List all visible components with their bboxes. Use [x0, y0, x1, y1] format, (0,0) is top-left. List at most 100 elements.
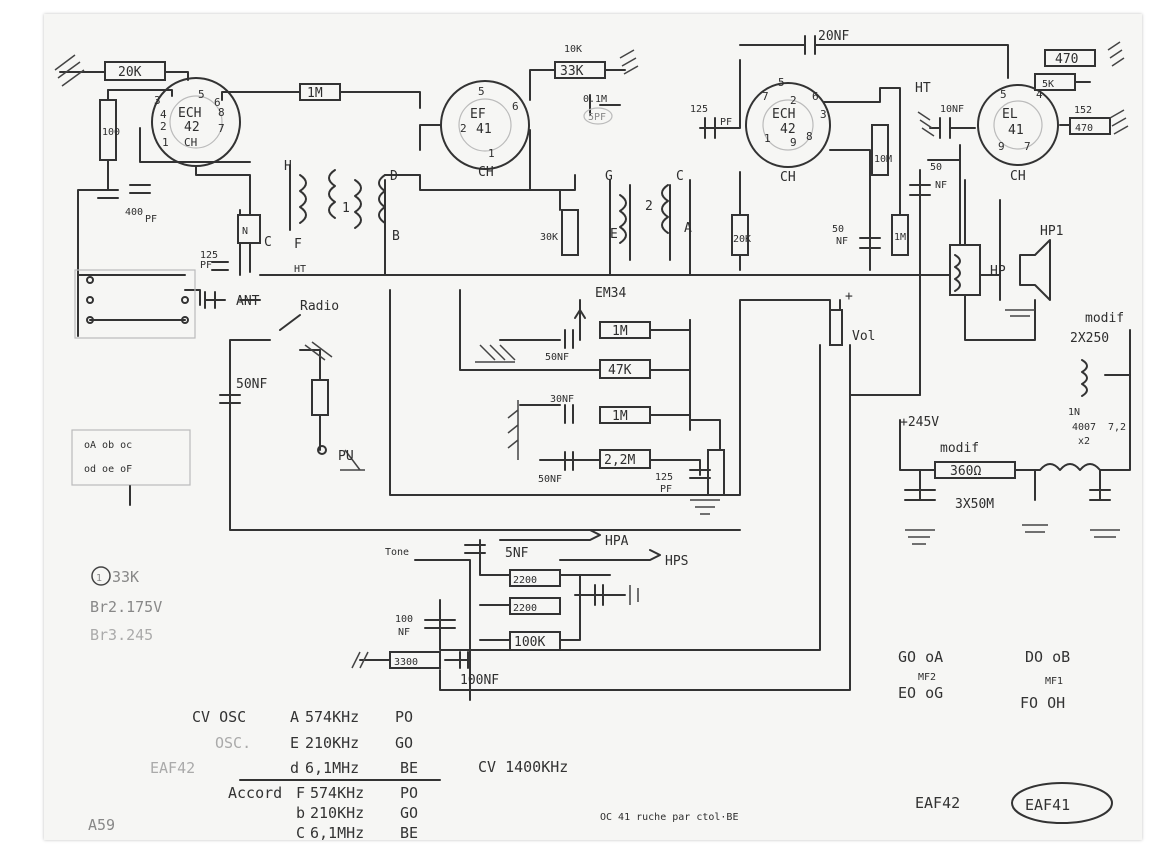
tube-pin: 8 [218, 106, 225, 119]
tube-cathode: CH [184, 136, 197, 149]
capacitor-value: 50 [930, 162, 942, 173]
capacitor-value: 125 [655, 472, 673, 483]
coil-number: 1 [342, 201, 350, 216]
tube-pin: 2 [460, 122, 467, 135]
capacitor-value: 50NF [545, 352, 569, 363]
resistor-value: 7,2 [1108, 422, 1126, 433]
key-entry: MF1 [1045, 676, 1063, 687]
resistor [99, 99, 117, 161]
alignment-point: b [296, 804, 305, 822]
capacitor-value: 0.1M [583, 94, 607, 105]
capacitor [704, 117, 716, 139]
capacitor [939, 117, 951, 139]
resistor [1044, 49, 1096, 67]
note-line: 33K [112, 568, 139, 586]
capacitor-value: 50NF [236, 377, 267, 392]
capacitor-unit: PF [720, 117, 732, 128]
resistor-value: 100K [514, 635, 545, 650]
resistor-value: 20K [118, 65, 142, 80]
coil-tap: D [390, 169, 398, 184]
alignment-band: PO [395, 708, 413, 726]
tube-label: ECH [772, 107, 795, 122]
resistor-value: 20K [733, 234, 751, 245]
svg-text:1: 1 [96, 573, 102, 584]
ht-label: HT [915, 81, 931, 96]
coil-tap: N [242, 226, 248, 237]
alignment-freq: 6,1MHz [310, 824, 364, 842]
tube-number: 41 [476, 122, 492, 137]
tube-pin: 4 [160, 108, 167, 121]
ground-icon [54, 54, 85, 87]
alignment-label: OSC. [215, 734, 251, 752]
capacitor-value: 20NF [818, 29, 849, 44]
capacitor-value: 10NF [940, 104, 964, 115]
tuning-indicator-label: EM34 [595, 286, 626, 301]
resistors: 20K 1M 33K 10K 100 470 5K 470 152 10M 1M… [99, 44, 1111, 669]
notes-left: 1 33K Br2.175V Br3.245 [90, 566, 162, 644]
coil-tap: G [605, 169, 613, 184]
resistor-value: 360Ω [950, 464, 981, 479]
volume-pot [829, 309, 843, 346]
capacitor-note: 5PF [588, 112, 606, 123]
speaker-label: HP1 [1040, 224, 1063, 239]
resistor [509, 569, 561, 587]
resistor-value: 30K [540, 232, 558, 243]
if-coil-key: GO oA MF2 EO oG DO oB MF1 FO OH [898, 648, 1070, 712]
cv-note: CV 1400KHz [478, 758, 568, 776]
capacitor [904, 489, 1111, 501]
capacitor-value: 2X250 [1070, 331, 1109, 346]
resistor-value: 1M [612, 409, 628, 424]
tube-number: 42 [184, 120, 200, 135]
capacitor [204, 291, 216, 309]
alignment-label: EAF42 [150, 759, 195, 777]
output-transformer [949, 244, 981, 296]
tube-pin: 8 [806, 130, 813, 143]
voltage-label: +245V [900, 415, 939, 430]
inductor [378, 174, 386, 224]
inductor [354, 179, 362, 229]
resistor [509, 597, 561, 615]
resistor-value: 10M [874, 154, 892, 165]
switch-row: od oe oF [84, 464, 132, 475]
ground-icon [1005, 309, 1035, 317]
capacitor [459, 651, 469, 669]
capacitor [464, 544, 486, 554]
pickup-label: PU [338, 449, 354, 464]
inductor [1081, 359, 1088, 397]
capacitor [211, 261, 229, 271]
tube-ech42-right: ECH 42 5 7 2 6 1 8 9 3 CH [745, 76, 831, 185]
switch-label: Radio [300, 299, 339, 314]
resistor [299, 83, 341, 101]
band-switch [74, 269, 196, 339]
tube-pin: 1 [764, 132, 771, 145]
tube-pin: 5 [778, 76, 785, 89]
tube-note: EAF42 [915, 794, 960, 812]
tube-number: 41 [1008, 123, 1024, 138]
capacitor-value: 100NF [460, 673, 499, 688]
resistor [311, 379, 329, 416]
pickup-jack [317, 445, 327, 455]
alignment-band: BE [400, 824, 418, 842]
capacitor-value: 125 [200, 250, 218, 261]
capacitor-value: 50 [832, 224, 844, 235]
tube-pin: 6 [214, 96, 221, 109]
resistor-value: 33K [560, 64, 584, 79]
tube-pin: 1 [162, 136, 169, 149]
capacitor-value: 100 [395, 614, 413, 625]
switch-box: oA ob oc od oe oF [71, 429, 191, 506]
diode-label: x2 [1078, 436, 1090, 447]
capacitor-unit: NF [935, 180, 947, 191]
capacitor [564, 451, 574, 471]
oc-note: OC 41 ruche par ctol·BE [600, 812, 738, 823]
key-entry: EO oG [898, 684, 943, 702]
tone-label: Tone [385, 547, 409, 558]
resistor [104, 61, 166, 81]
coil-tap: E [610, 227, 618, 242]
capacitor-value: 152 [1074, 105, 1092, 116]
coil-tap: C [264, 235, 272, 250]
tube-pin: 2 [790, 94, 797, 107]
wiring [59, 44, 1131, 701]
speaker-icon [1019, 239, 1051, 301]
resistor-value: 2200 [513, 603, 537, 614]
